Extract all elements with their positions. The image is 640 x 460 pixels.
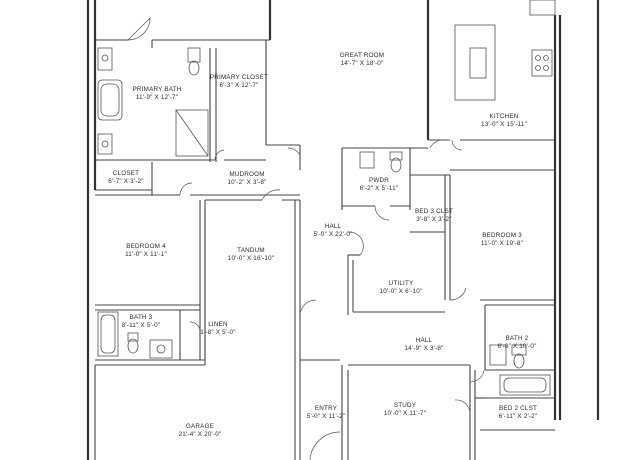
room-dimensions: 6'-7" X 3'-2" [108,178,144,185]
room-name: BED 3 CLST [414,208,454,215]
room-label-bath-3: BATH 3 8'-11" X 5'-0" [122,314,161,330]
room-name: MUDROOM [229,171,265,178]
room-label-hall-2: HALL 14'-9" X 3'-8" [404,337,443,353]
room-name: BED 2 CLST [498,405,538,412]
room-dimensions: 5'-0" X 11'-2" [306,413,346,420]
room-name: LINEN [208,321,228,328]
room-dimensions: 13'-0" X 15'-11" [480,121,528,128]
room-dimensions: 10'-0" X 16'-10" [227,255,275,262]
room-label-bed3-closet: BED 3 CLST 3'-8" X 3'-2" [415,208,453,224]
room-name: ENTRY [314,405,338,412]
interior-walls [94,39,555,460]
room-dimensions: 21'-4" X 20'-0" [178,431,222,438]
room-label-primary-bath: PRIMARY BATH 11'-9" X 12'-7" [133,86,182,102]
room-dimensions: 14'-7" X 18'-0" [340,60,384,67]
room-name: PRIMARY CLOSET [209,74,269,81]
room-name: BATH 3 [129,314,153,321]
room-label-bath-2: BATH 2 6'-8" X 10'-0" [497,335,536,351]
room-label-bed2-closet: BED 2 CLST 6'-11" X 2'-2" [499,405,538,421]
plumbing-fixtures [97,0,556,396]
room-dimensions: 5'-0" X 22'-0" [313,231,353,238]
room-name: CLOSET [112,170,140,177]
room-name: UTILITY [388,280,414,287]
room-name: BATH 2 [505,335,529,342]
room-label-utility: UTILITY 10'-0" X 6'-10" [380,280,423,296]
room-label-bedroom-3: BEDROOM 3 11'-0" X 19'-8" [481,232,523,248]
room-name: BEDROOM 3 [482,232,522,239]
room-label-tandum: TANDUM 10'-0" X 16'-10" [228,247,274,263]
room-label-entry: ENTRY 5'-0" X 11'-2" [307,405,346,421]
room-name: TANDUM [237,247,265,254]
room-label-bedroom-4: BEDROOM 4 11'-0" X 11'-1" [125,243,167,259]
room-label-garage: GARAGE 21'-4" X 20'-0" [179,423,222,439]
room-label-kitchen: KITCHEN 13'-0" X 15'-11" [481,113,527,129]
room-dimensions: 6'-11" X 2'-2" [498,413,538,420]
room-dimensions: 11'-0" X 11'-1" [125,251,167,258]
room-label-hall-1: HALL 5'-0" X 22'-0" [313,223,352,239]
room-dimensions: 6'-3" X 12'-7" [219,82,259,89]
room-name: PRIMARY BATH [132,86,182,93]
room-dimensions: 10'-0" X 11'-7" [383,410,427,417]
room-name: GARAGE [185,423,215,430]
room-name: BEDROOM 4 [126,243,166,250]
room-label-study: STUDY 10'-0" X 11'-7" [384,402,426,418]
room-dimensions: 14'-9" X 3'-8" [404,345,444,352]
room-dimensions: 6'-2" X 5'-11" [359,185,399,192]
exterior-walls [86,0,600,460]
room-dimensions: 8'-11" X 5'-0" [121,322,161,329]
room-name: HALL [415,337,433,344]
room-dimensions: 1'-8" X 5'-0" [200,329,236,336]
room-dimensions: 10'-2" X 3'-8" [227,179,267,186]
room-name: GREAT ROOM [339,52,385,59]
room-dimensions: 3'-8" X 3'-2" [416,216,452,223]
room-name: PWDR [368,177,390,184]
room-dimensions: 10'-0" X 6'-10" [379,288,423,295]
room-name: STUDY [393,402,417,409]
room-name: HALL [324,223,342,230]
room-dimensions: 11'-0" X 19'-8" [480,240,524,247]
room-label-primary-closet: PRIMARY CLOSET 6'-3" X 12'-7" [210,74,268,90]
room-label-linen: LINEN 1'-8" X 5'-0" [200,321,235,337]
room-dimensions: 11'-9" X 12'-7" [135,94,179,101]
room-label-great-room: GREAT ROOM 14'-7" X 18'-0" [340,52,384,68]
door-swings [127,17,485,460]
room-label-pwdr: PWDR 6'-2" X 5'-11" [360,177,399,193]
room-name: KITCHEN [489,113,519,120]
room-dimensions: 6'-8" X 10'-0" [497,343,537,350]
room-label-mudroom: MUDROOM 10'-2" X 3'-8" [227,171,266,187]
room-label-closet: CLOSET 6'-7" X 3'-2" [108,170,143,186]
